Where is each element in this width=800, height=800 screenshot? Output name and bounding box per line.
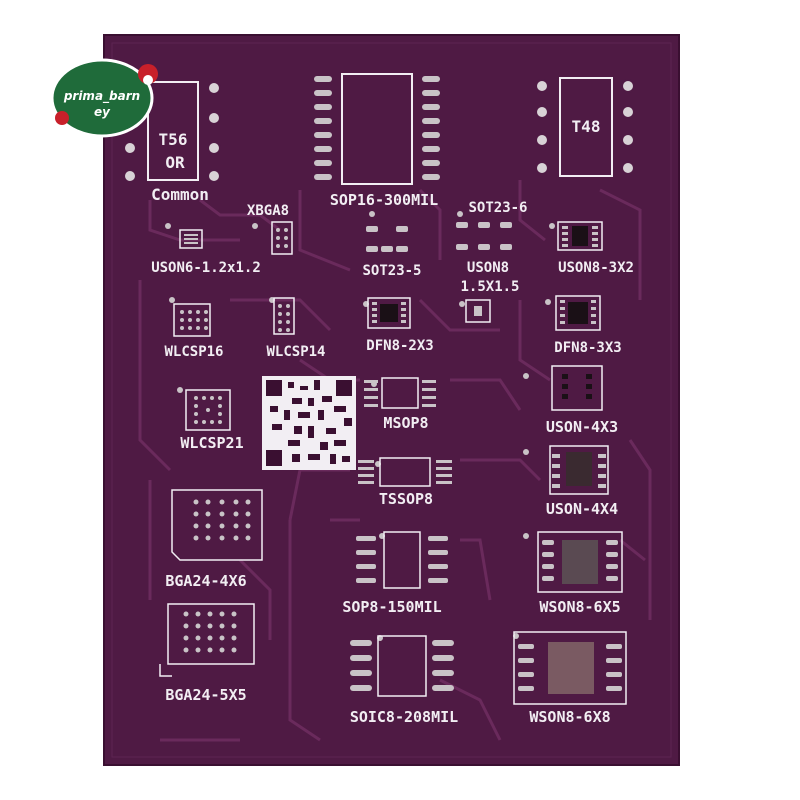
sot23-6-footprint [456,222,512,250]
wlcsp14-footprint [273,297,295,335]
label-uson8-line1: USON8 [467,260,509,276]
label-or: OR [165,153,185,172]
label-wlcsp21: WLCSP21 [180,434,243,452]
watermark-line2: ey [94,105,111,119]
tssop8-footprint [358,457,452,487]
watermark-badge: prima_barn ey [50,58,158,138]
label-dfn8-2x3: DFN8-2X3 [366,338,433,354]
label-uson-4x3: USON-4X3 [546,418,618,436]
label-uson-4x4: USON-4X4 [546,500,618,518]
label-wson8-6x8: WSON8-6X8 [529,708,610,726]
label-xbga8: XBGA8 [247,203,289,219]
uson8-1.5x1.5-footprint [465,299,491,323]
label-t48: T48 [572,117,601,136]
watermark-line1: prima_barn [63,89,140,104]
xbga8-footprint [271,221,293,255]
santa-icon [138,64,158,84]
sop16-footprint [314,73,440,185]
pcb-board-inner-edge [111,42,672,758]
uson-4x4-footprint [549,445,609,495]
label-soic8-208mil: SOIC8-208MIL [350,708,458,726]
label-common: Common [151,185,209,204]
wson8-6x5-footprint [537,531,623,593]
bga24-4x6-footprint [171,489,263,561]
bga24-5x5-footprint [159,603,255,677]
label-sot23-6: SOT23-6 [468,200,527,216]
label-uson6: USON6-1.2x1.2 [151,260,261,276]
sop8-150mil-footprint [356,531,448,589]
wlcsp21-footprint [185,389,231,431]
wlcsp16-footprint [173,303,211,337]
label-sot23-5: SOT23-5 [362,263,421,279]
label-bga24-4x6: BGA24-4X6 [165,572,246,590]
uson6-footprint [179,229,203,249]
uson8-3x2-footprint [557,221,603,251]
label-wlcsp16: WLCSP16 [164,344,223,360]
uson-4x3-footprint [551,365,603,411]
label-wlcsp14: WLCSP14 [266,344,325,360]
sot23-5-footprint [366,226,408,252]
soic8-208mil-footprint [350,635,454,697]
label-tssop8: TSSOP8 [379,490,433,508]
dfn8-2x3-footprint [367,297,411,329]
wson8-6x8-footprint [513,631,627,705]
label-msop8: MSOP8 [383,414,428,432]
label-sop8-150mil: SOP8-150MIL [342,598,441,616]
dfn8-3x3-footprint [555,295,601,331]
vias [165,211,555,641]
label-uson8-line2: 1.5X1.5 [460,279,519,295]
label-sop16: SOP16-300MIL [330,191,438,209]
label-wson8-6x5: WSON8-6X5 [539,598,620,616]
label-dfn8-3x3: DFN8-3X3 [554,340,621,356]
label-uson8-3x2: USON8-3X2 [558,260,634,276]
label-bga24-5x5: BGA24-5X5 [165,686,246,704]
msop8-footprint [364,377,436,409]
qr-code [262,376,356,470]
dip8-t48-footprint [535,77,635,177]
label-t56: T56 [159,130,188,149]
